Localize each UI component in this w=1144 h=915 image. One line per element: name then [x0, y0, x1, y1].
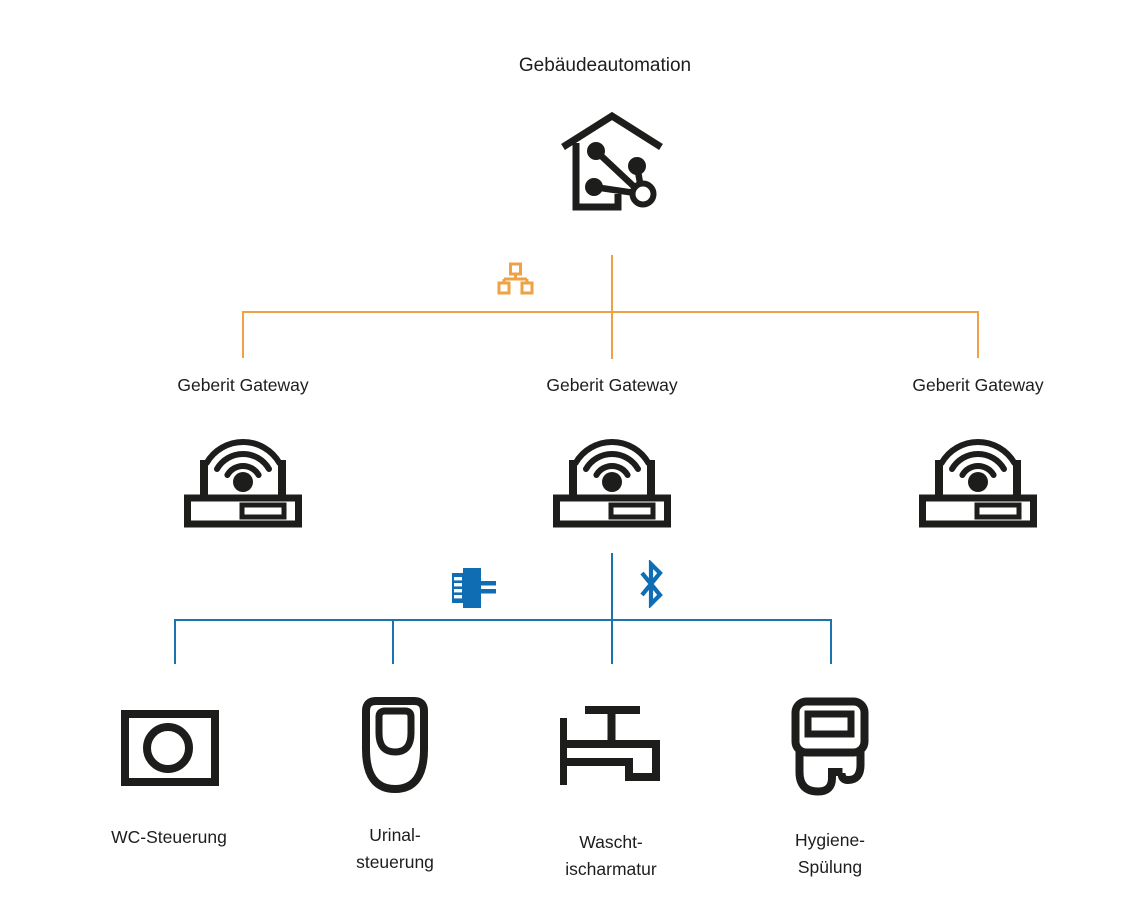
- device-label-line2: steuerung: [356, 852, 434, 872]
- urinal-icon: [362, 697, 428, 793]
- gateway-label: Geberit Gateway: [912, 375, 1044, 395]
- gateway-label: Geberit Gateway: [546, 375, 678, 395]
- wifi-router-icon: [919, 439, 1037, 528]
- device-label-line1: Wascht-: [579, 832, 643, 852]
- bluetooth-icon: [640, 560, 663, 608]
- blue-bus-drop-1-line: [174, 619, 176, 664]
- wc-flush-plate-icon: [121, 710, 219, 786]
- wifi-router-icon: [553, 439, 671, 528]
- device-label-line1: Hygiene-: [794, 830, 866, 850]
- device-label: Urinal- steuerung: [285, 822, 505, 876]
- device-label: WC-Steuerung: [59, 824, 279, 851]
- device-label-line1: WC-Steuerung: [111, 827, 227, 847]
- device-label-line2: Spülung: [797, 857, 863, 877]
- blue-bus-stem-line: [611, 553, 613, 664]
- hygiene-flush-icon: [791, 697, 869, 796]
- washbasin-faucet-icon: [560, 706, 660, 785]
- blue-bus-drop-4-line: [830, 619, 832, 664]
- gateway-label: Geberit Gateway: [177, 375, 309, 395]
- lan-topology-icon: [497, 262, 534, 295]
- smart-home-network-icon: [561, 111, 663, 211]
- orange-bus-drop-left-line: [242, 311, 244, 358]
- orange-bus-horizontal-line: [242, 311, 979, 313]
- device-label: Wascht- ischarmatur: [501, 829, 721, 883]
- device-label: Hygiene- Spülung: [720, 827, 940, 881]
- blue-bus-horizontal-line: [174, 619, 832, 621]
- wifi-router-icon: [184, 439, 302, 528]
- device-label-line2: ischarmatur: [565, 859, 657, 879]
- blue-bus-drop-2-line: [392, 619, 394, 664]
- root-label: Gebäudeautomation: [518, 55, 692, 76]
- orange-bus-drop-right-line: [977, 311, 979, 358]
- bus-connector-icon: [452, 568, 496, 608]
- orange-bus-stem-line: [611, 255, 613, 359]
- device-label-line1: Urinal-: [369, 825, 421, 845]
